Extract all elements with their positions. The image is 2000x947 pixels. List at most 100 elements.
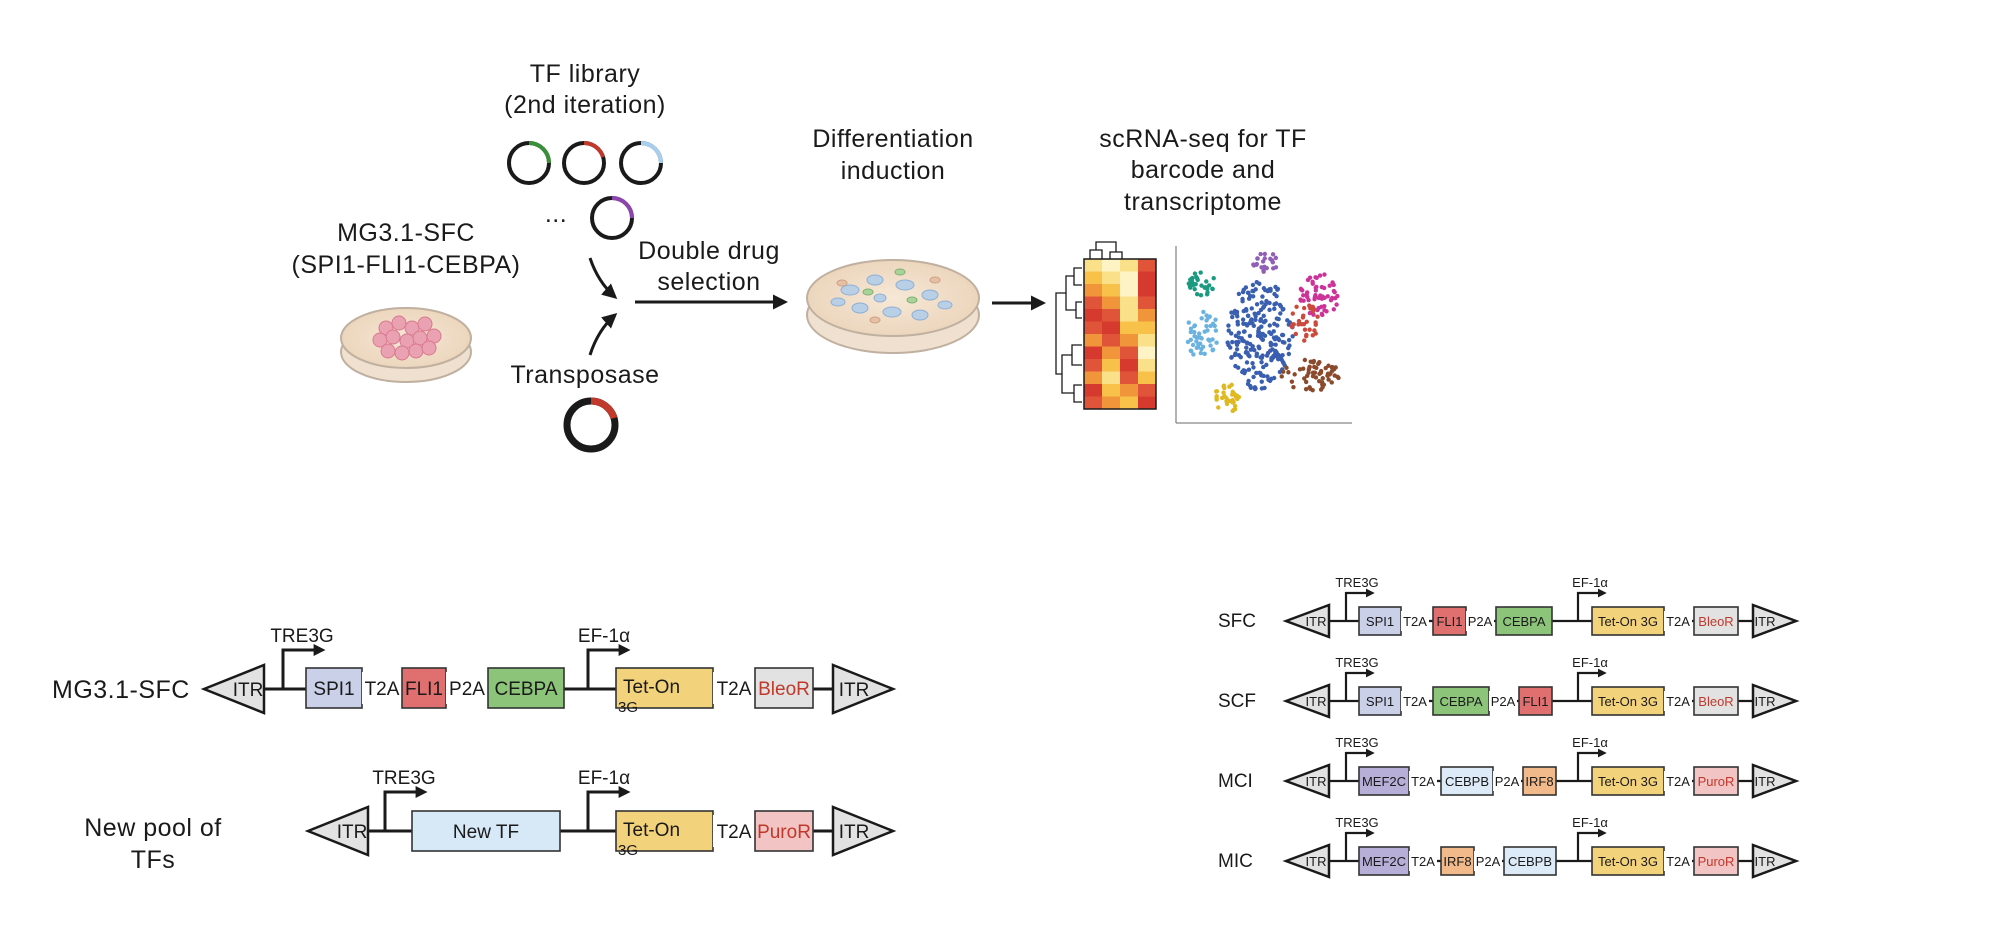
itr-left-2-label: ITR bbox=[337, 822, 368, 843]
construct-label-sfc: SFC bbox=[1218, 611, 1256, 632]
mg-title: MG3.1-SFC bbox=[337, 219, 475, 247]
newtf-box bbox=[411, 810, 561, 852]
cebpa-label: CEBPA bbox=[1502, 614, 1545, 629]
teton-label-1b: 3G bbox=[618, 699, 638, 716]
cebpa-label-1: CEBPA bbox=[494, 679, 557, 700]
tre3g-label: TRE3G bbox=[1335, 815, 1378, 830]
itr-right-1 bbox=[831, 663, 897, 715]
itr-left bbox=[1282, 843, 1331, 879]
cebpb-box bbox=[1503, 846, 1557, 876]
cebpa-box-1 bbox=[487, 667, 565, 709]
cebpa-box bbox=[1495, 606, 1553, 636]
itr-left bbox=[1282, 683, 1331, 719]
itr-right bbox=[1751, 683, 1800, 719]
ef1a-promoter bbox=[1576, 748, 1607, 781]
itr-right bbox=[1751, 763, 1800, 799]
tet-on 3g-label: Tet-On 3G bbox=[1598, 694, 1658, 709]
teton-label-2: Tet-On bbox=[623, 820, 680, 841]
itr-right-2-label: ITR bbox=[839, 822, 870, 843]
ef1a-promoter bbox=[1576, 668, 1607, 701]
bleor-box bbox=[1693, 686, 1739, 716]
itr-left-1-label: ITR bbox=[233, 680, 264, 701]
plasmid-icon-red bbox=[562, 141, 606, 185]
ef1a-promoter-2 bbox=[586, 786, 631, 831]
bleor-label: BleoR bbox=[1698, 694, 1733, 709]
itr-right bbox=[1751, 603, 1800, 639]
tf-library-subtitle: (2nd iteration) bbox=[504, 91, 666, 119]
t2a-label: T2A bbox=[1403, 614, 1427, 629]
spi1-label-1: SPI1 bbox=[313, 679, 354, 700]
p2a-label: P2A bbox=[1491, 694, 1516, 709]
mef2c-label: MEF2C bbox=[1362, 854, 1406, 869]
library-arrow bbox=[588, 257, 618, 299]
itr-right-label: ITR bbox=[1755, 614, 1776, 629]
spi1-box bbox=[1358, 606, 1402, 636]
ef1a-label: EF-1α bbox=[1572, 655, 1608, 670]
construct-label-mg: MG3.1-SFC bbox=[52, 676, 190, 704]
umap-plot bbox=[1175, 246, 1352, 424]
spi1-box-1 bbox=[305, 667, 363, 709]
tet-on 3g-box bbox=[1591, 766, 1665, 796]
tre3g-promoter bbox=[1344, 748, 1375, 781]
t2a-label: T2A bbox=[1666, 614, 1690, 629]
itr-right-label: ITR bbox=[1755, 854, 1776, 869]
itr-right-2 bbox=[831, 805, 897, 857]
tet-on 3g-box bbox=[1591, 686, 1665, 716]
itr-right-label: ITR bbox=[1755, 774, 1776, 789]
puror-label-2: PuroR bbox=[757, 822, 811, 843]
selection-label-line1: Double drug bbox=[638, 237, 780, 265]
diff-label-line2: induction bbox=[841, 157, 946, 185]
cebpb-label: CEBPB bbox=[1508, 854, 1552, 869]
itr-left-2 bbox=[304, 805, 370, 857]
p2a-label: P2A bbox=[1468, 614, 1493, 629]
itr-left bbox=[1282, 763, 1331, 799]
teton-box-2 bbox=[615, 810, 714, 852]
fli1-label-1: FLI1 bbox=[405, 679, 443, 700]
bleor-label-1: BleoR bbox=[758, 679, 810, 700]
spi1-label: SPI1 bbox=[1366, 614, 1394, 629]
itr-left-label: ITR bbox=[1306, 694, 1327, 709]
irf8-box bbox=[1522, 766, 1557, 796]
p2a-label-1: P2A bbox=[449, 679, 485, 700]
cebpa-box bbox=[1432, 686, 1490, 716]
tre3g-promoter-1 bbox=[281, 644, 326, 689]
cebpa-label: CEBPA bbox=[1439, 694, 1482, 709]
bleor-label: BleoR bbox=[1698, 614, 1733, 629]
itr-left-label: ITR bbox=[1306, 854, 1327, 869]
scrna-label-line1: scRNA-seq for TF bbox=[1099, 125, 1307, 153]
construct-label-mci: MCI bbox=[1218, 771, 1253, 792]
ef1a-label: EF-1α bbox=[1572, 575, 1608, 590]
expression-heatmap bbox=[1083, 258, 1157, 410]
tet-on 3g-label: Tet-On 3G bbox=[1598, 614, 1658, 629]
itr-left-1 bbox=[200, 663, 266, 715]
construct-label-scf: SCF bbox=[1218, 691, 1256, 712]
ef1a-label-2: EF-1α bbox=[578, 768, 630, 789]
differentiation-dish bbox=[806, 259, 980, 354]
plasmid-icon-purple bbox=[590, 196, 634, 240]
ef1a-label: EF-1α bbox=[1572, 815, 1608, 830]
p2a-label: P2A bbox=[1476, 854, 1501, 869]
itr-right-label: ITR bbox=[1755, 694, 1776, 709]
itr-right-1-label: ITR bbox=[839, 680, 870, 701]
plasmid-icon-lightblue bbox=[619, 141, 663, 185]
fli1-box bbox=[1518, 686, 1553, 716]
puror-label: PuroR bbox=[1698, 774, 1735, 789]
itr-right bbox=[1751, 843, 1800, 879]
ef1a-label: EF-1α bbox=[1572, 735, 1608, 750]
puror-label: PuroR bbox=[1698, 854, 1735, 869]
tre3g-promoter bbox=[1344, 828, 1375, 861]
umap-clusters bbox=[1185, 251, 1341, 414]
dendrogram bbox=[1055, 241, 1123, 403]
t2a-label-1: T2A bbox=[365, 679, 400, 700]
construct-label-newpool-2: TFs bbox=[131, 846, 176, 874]
puror-box bbox=[1693, 766, 1739, 796]
tf-library-title: TF library bbox=[530, 60, 641, 88]
t2a-label: T2A bbox=[1666, 774, 1690, 789]
t2a-label: T2A bbox=[1411, 774, 1435, 789]
ef1a-promoter bbox=[1576, 588, 1607, 621]
transposase-plasmid-icon bbox=[563, 397, 619, 453]
ef1a-promoter bbox=[1576, 828, 1607, 861]
scrna-label-line2: barcode and bbox=[1131, 156, 1276, 184]
tet-on 3g-label: Tet-On 3G bbox=[1598, 854, 1658, 869]
